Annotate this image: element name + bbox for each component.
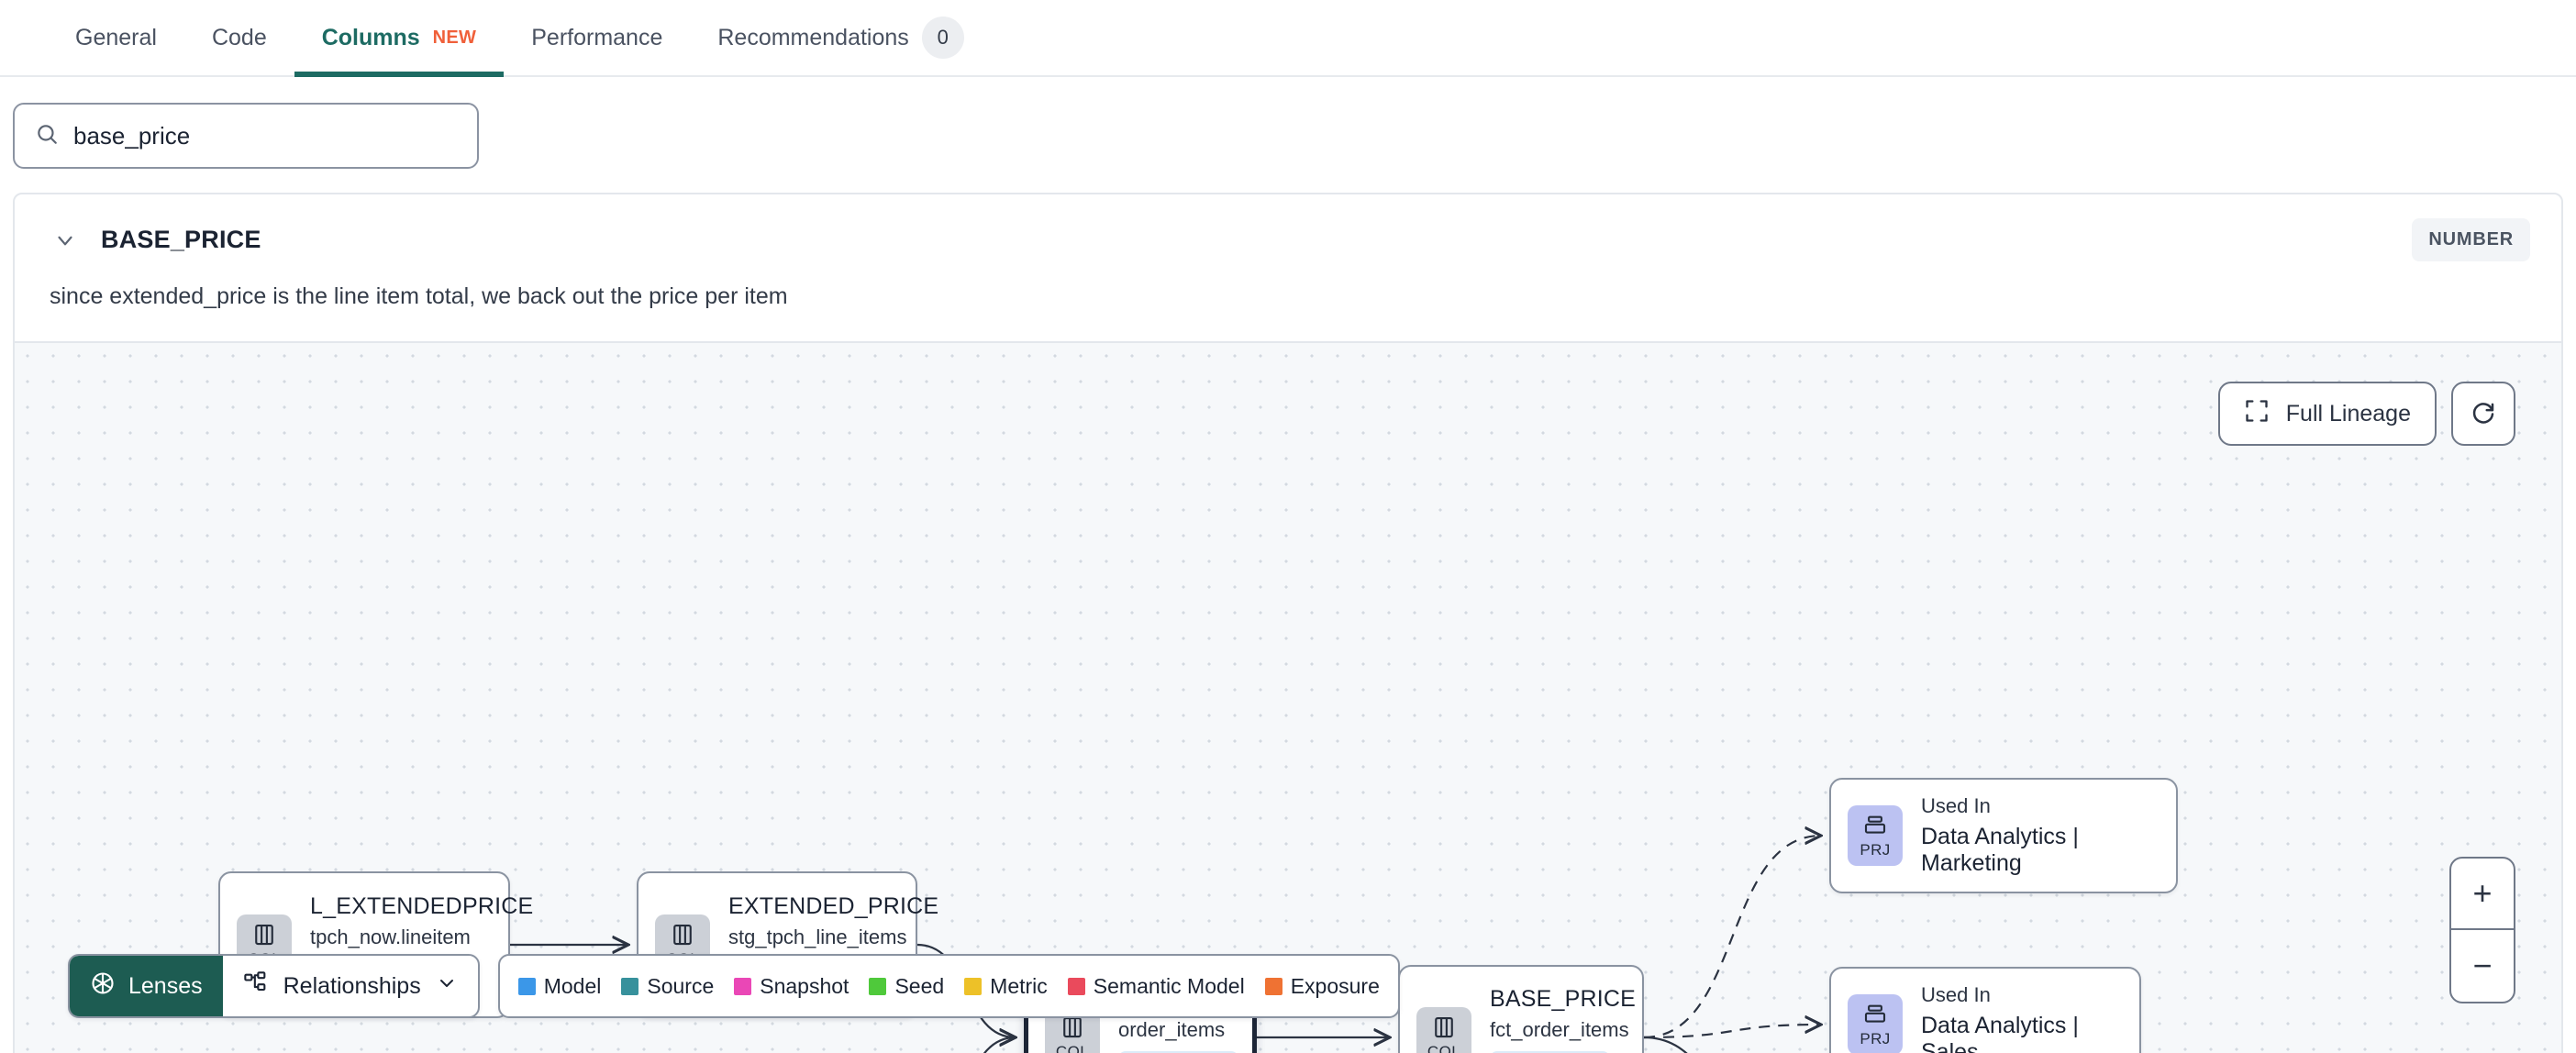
relationships-dropdown[interactable]: Relationships [223,956,478,1016]
node-badge-label: PRJ [1860,1030,1891,1047]
column-description: since extended_price is the line item to… [50,283,788,309]
full-lineage-button[interactable]: Full Lineage [2217,382,2437,446]
node-subtitle: order_items [1118,1017,1226,1041]
node-badge-label: COL [1055,1043,1090,1053]
legend-label: Metric [990,973,1048,998]
tab-label: Recommendations [717,24,909,50]
project-icon: PRJ [1848,994,1903,1053]
legend-swatch [734,977,752,995]
legend-item: Semantic Model [1067,973,1245,999]
lenses-button[interactable]: Lenses [70,956,223,1016]
node-body: Used In Data Analytics | Marketing [1921,794,2160,877]
search-icon [35,122,59,150]
lineage-node[interactable]: PRJ Used In Data Analytics | Sales [1829,967,2141,1053]
node-title: L_EXTENDEDPRICE [310,892,534,919]
legend-item: Model [517,973,602,999]
canvas-top-controls: Full Lineage [2217,382,2515,446]
search-box[interactable] [13,103,479,169]
lineage-canvas[interactable]: COLL_EXTENDEDPRICEtpch_now.lineitemSOURC… [15,341,2561,1053]
canvas-bottom-controls: Lenses Relationships [68,954,1400,1018]
legend-swatch [869,977,887,995]
tab-recommendations[interactable]: Recommendations 0 [690,0,991,75]
refresh-button[interactable] [2451,382,2515,446]
relationships-label: Relationships [283,972,421,999]
tab-columns[interactable]: Columns NEW [294,0,505,77]
lineage-node[interactable]: PRJ Used In Data Analytics | Marketing [1829,778,2178,893]
tab-code[interactable]: Code [184,0,294,75]
node-type-pill: MODEL [1118,1050,1239,1053]
node-subtitle: fct_order_items [1490,1017,1629,1041]
tab-label: Columns [321,24,420,50]
legend-label: Seed [894,973,945,998]
tab-label: Code [211,24,267,50]
project-icon: PRJ [1848,805,1903,866]
node-title: EXTENDED_PRICE [728,892,939,919]
column-type-badge: NUMBER [2412,218,2530,261]
legend-label: Semantic Model [1093,973,1245,998]
node-title: BASE_PRICE [1490,985,1637,1012]
node-subtitle: tpch_now.lineitem [310,925,471,948]
chevron-down-icon [436,972,458,1001]
node-type-pill: MODEL [1490,1050,1611,1053]
full-lineage-label: Full Lineage [2285,400,2411,427]
zoom-out-button[interactable]: − [2472,947,2493,984]
legend-swatch [517,977,536,995]
legend-label: Exposure [1290,973,1380,998]
legend-swatch [1067,977,1085,995]
tab-new-badge: NEW [432,27,477,48]
lineage-edge [983,1037,1016,1053]
search-input[interactable] [73,121,457,150]
column-header[interactable]: BASE_PRICE NUMBER [15,194,2561,271]
lens-group: Lenses Relationships [68,954,480,1018]
zoom-in-button[interactable]: + [2451,859,2514,930]
search-bar-container [0,77,2576,193]
legend-label: Model [543,973,602,998]
lineage-edge [1643,1036,1688,1053]
lineage-node[interactable]: COL BASE_PRICE fct_order_itemsMODEL [1398,965,1644,1053]
expand-corners-icon [2244,398,2270,430]
refresh-icon [2470,398,2497,430]
zoom-controls: + − [2449,857,2515,1003]
legend-swatch [621,977,639,995]
tab-bar: General Code Columns NEW Performance Recommen… [0,0,2576,77]
lineage-edge [1643,836,1821,1039]
legend-item: Source [621,974,714,999]
legend-swatch [964,977,983,995]
lineage-edges [510,343,2561,1053]
relationships-icon [243,970,269,1003]
column-icon: COL [1416,1007,1471,1053]
node-body: Used In Data Analytics | Sales [1921,983,2123,1053]
node-title: Data Analytics | Sales [1921,1013,2079,1053]
node-title: Data Analytics | Marketing [1921,824,2079,876]
node-type-legend: Model Source Snapshot Seed Metric Semantic Mo… [497,954,1400,1018]
legend-item: Exposure [1264,973,1380,999]
aperture-icon [90,970,116,1003]
tab-general[interactable]: General [48,0,184,75]
node-body: BASE_PRICE fct_order_itemsMODEL [1490,986,1636,1053]
node-used-in-label: Used In [1921,794,1991,817]
page-title: BASE_PRICE [101,226,261,253]
node-subtitle: stg_tpch_line_items [728,925,907,948]
lenses-label: Lenses [128,972,203,999]
legend-item: Seed [869,974,944,999]
legend-item: Snapshot [734,974,849,999]
legend-swatch [1264,977,1282,995]
tab-performance[interactable]: Performance [504,0,690,75]
column-card: BASE_PRICE NUMBER since extended_price i… [13,193,2563,1053]
node-badge-label: COL [1427,1043,1461,1053]
legend-label: Snapshot [760,973,849,998]
tab-label: Performance [531,24,663,50]
legend-label: Source [647,973,715,998]
chevron-down-icon[interactable] [50,225,81,256]
tab-count-badge: 0 [921,17,964,59]
node-badge-label: PRJ [1860,841,1891,859]
tab-label: General [75,24,157,50]
node-used-in-label: Used In [1921,983,1991,1006]
legend-item: Metric [964,974,1048,999]
